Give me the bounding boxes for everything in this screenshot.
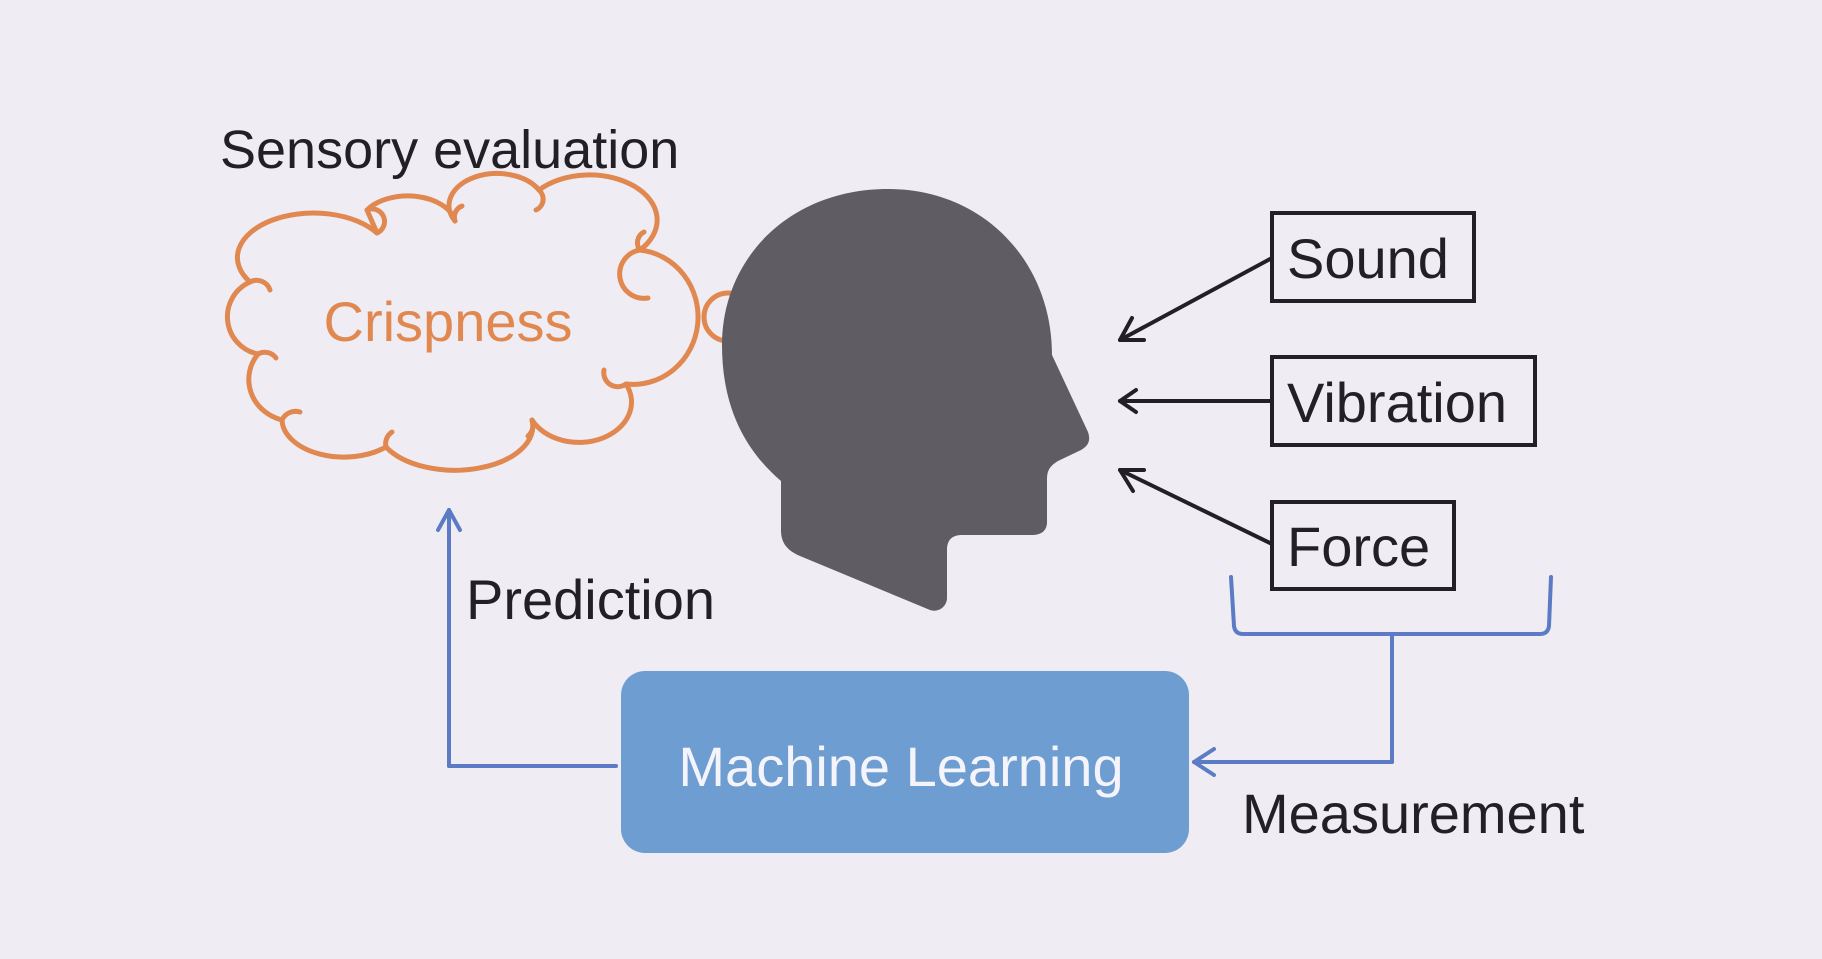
- measurement-connector: [1192, 575, 1553, 777]
- vibration-label: Vibration: [1287, 371, 1507, 434]
- crispness-label: Crispness: [324, 290, 573, 353]
- prediction-label: Prediction: [466, 568, 715, 631]
- force-label: Force: [1287, 515, 1430, 578]
- machine-learning-label: Machine Learning: [678, 735, 1123, 798]
- input-box-force: Force: [1270, 500, 1456, 591]
- input-arrows: [1118, 256, 1274, 546]
- sensory-evaluation-heading: Sensory evaluation: [220, 120, 679, 180]
- input-box-sound: Sound: [1270, 211, 1476, 303]
- sound-label: Sound: [1287, 227, 1449, 290]
- input-box-vibration: Vibration: [1270, 355, 1537, 447]
- machine-learning-box: Machine Learning: [621, 671, 1189, 853]
- prediction-connector: [436, 508, 618, 768]
- human-head-icon: [722, 189, 1090, 611]
- measurement-label: Measurement: [1242, 782, 1585, 845]
